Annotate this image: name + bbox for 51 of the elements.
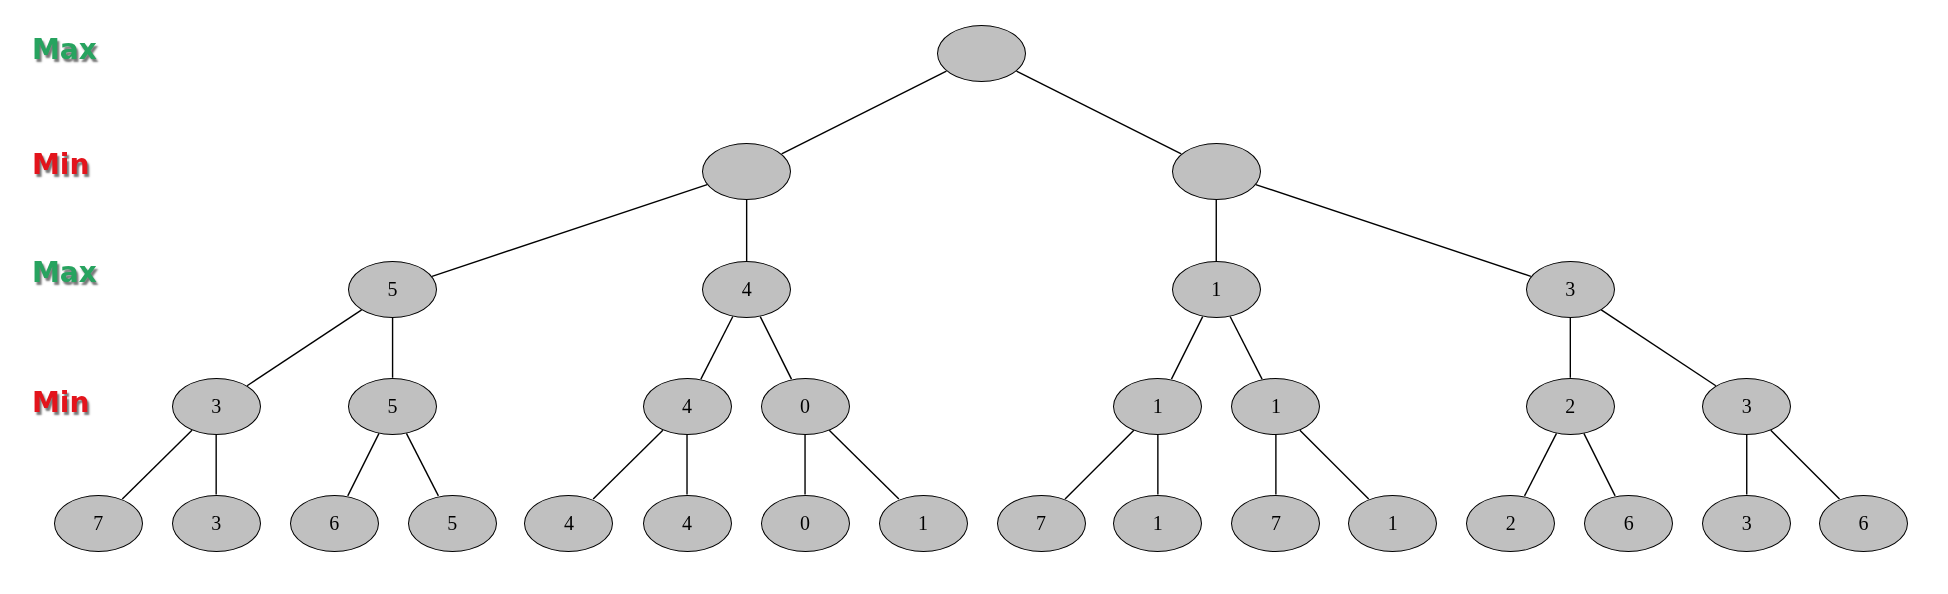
tree-edge [804, 434, 806, 496]
tree-edge [1275, 434, 1277, 496]
node-value: 4 [741, 277, 752, 301]
node-value: 3 [1741, 511, 1752, 535]
level-label: Min [32, 386, 90, 420]
level-label: Min [32, 147, 90, 181]
tree-edge [431, 183, 708, 277]
node-value: 7 [1270, 511, 1281, 535]
tree-edge [1299, 429, 1370, 500]
node-value: 6 [329, 511, 340, 535]
tree-edge [1770, 429, 1841, 500]
tree-edge [246, 309, 363, 387]
node-value: 5 [387, 277, 398, 301]
tree-edge [686, 434, 688, 496]
node-value: 7 [1036, 511, 1047, 535]
tree-edge [745, 199, 748, 262]
level-label: Max [32, 33, 97, 67]
node-value: 4 [682, 394, 692, 418]
tree-edge [121, 429, 193, 500]
node-value: 5 [447, 511, 458, 535]
node-value: 6 [1858, 511, 1869, 535]
node-value: 0 [800, 511, 811, 535]
node-value: 4 [564, 511, 574, 535]
node-value: 3 [1565, 277, 1576, 301]
level-label: Max [32, 255, 97, 289]
tree-edge [1600, 309, 1717, 387]
node-value: 1 [1152, 394, 1163, 418]
node-value: 1 [918, 511, 929, 535]
node-value: 6 [1623, 511, 1634, 535]
tree-edge [1215, 199, 1217, 262]
tree-edge [1157, 434, 1159, 496]
tree-edge [1064, 429, 1135, 500]
tree-edge [1746, 434, 1748, 496]
tree-edge [592, 429, 664, 500]
node-value: 1 [1211, 277, 1222, 301]
node-value: 3 [211, 511, 222, 535]
tree-edge [391, 317, 394, 379]
node-value: 1 [1387, 511, 1398, 535]
node-value: 1 [1152, 511, 1163, 535]
node-value: 3 [211, 394, 222, 418]
tree-edge [1569, 317, 1572, 379]
tree-edge [215, 434, 217, 496]
node-value: 7 [93, 511, 104, 535]
node-value: 0 [800, 394, 811, 418]
node-value: 4 [682, 511, 692, 535]
tree-edge [828, 429, 900, 500]
node-value: 3 [1741, 394, 1752, 418]
node-value: 5 [387, 394, 398, 418]
node-value: 2 [1505, 511, 1516, 535]
node-value: 2 [1565, 394, 1576, 418]
node-value: 1 [1270, 394, 1281, 418]
